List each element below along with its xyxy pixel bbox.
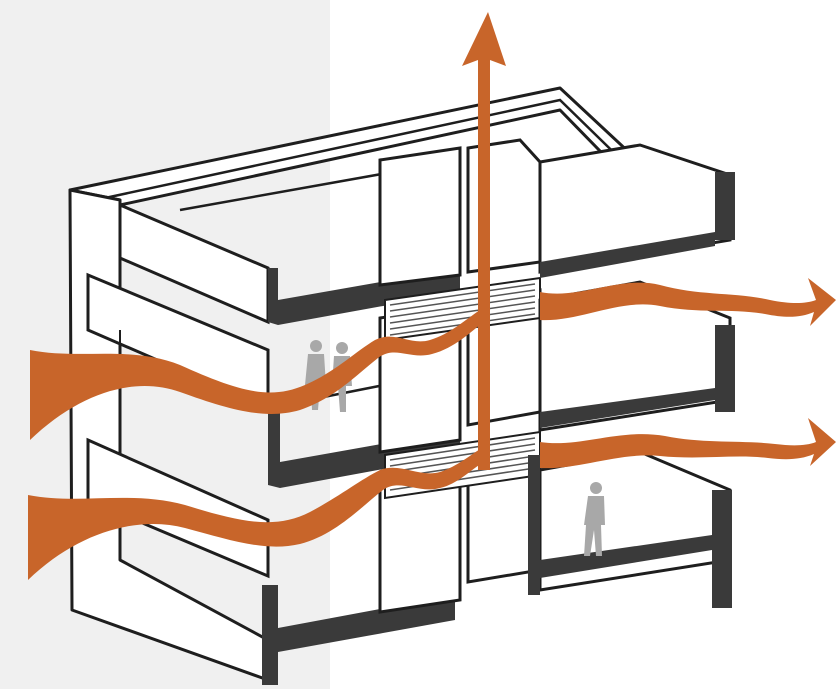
right-wing — [528, 145, 735, 608]
left-mid-slab — [268, 412, 280, 488]
central-stack — [380, 140, 540, 612]
right-top-slab — [715, 172, 735, 240]
left-top-slab — [268, 268, 278, 325]
airflow-arrow-icon — [540, 418, 836, 468]
left-low-slab — [262, 585, 278, 685]
right-low-slab — [712, 490, 732, 608]
stack-top-left-box — [380, 148, 460, 285]
right-mid-slab — [715, 325, 735, 412]
right-low-wall — [528, 455, 540, 595]
